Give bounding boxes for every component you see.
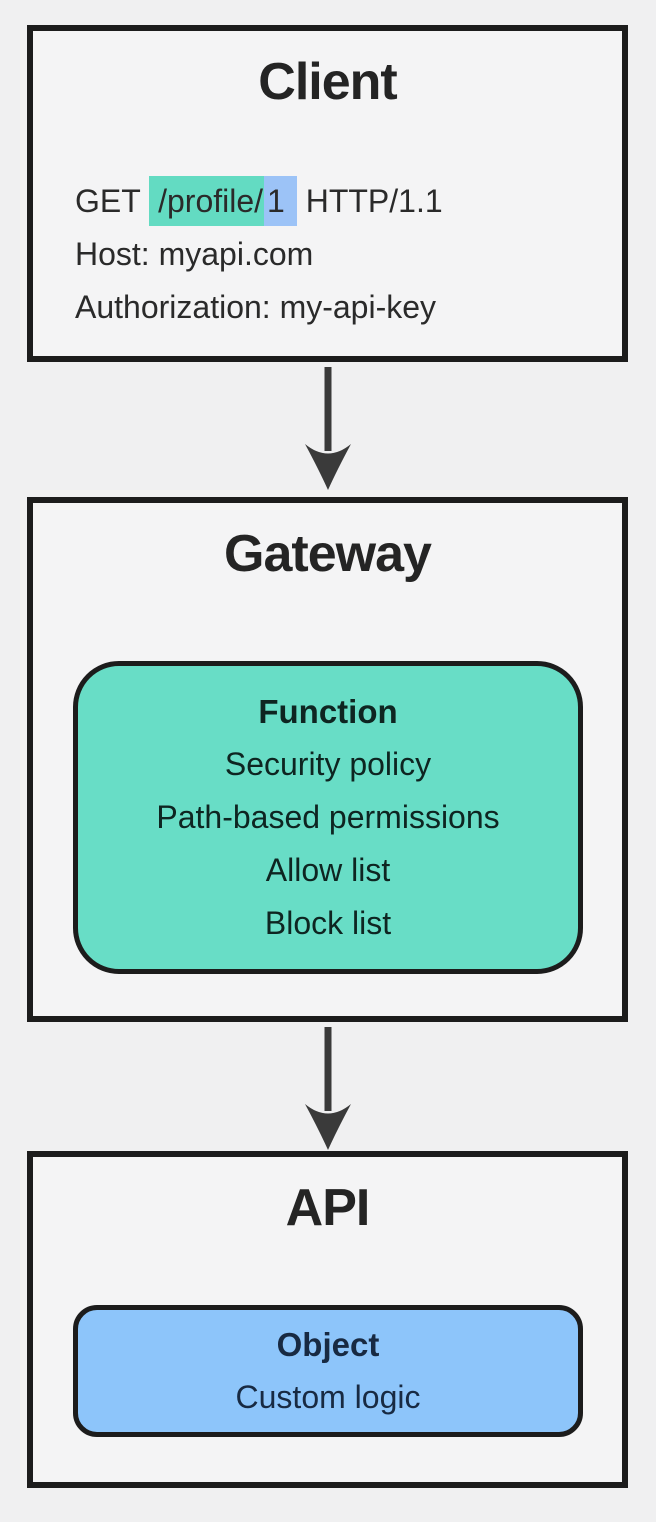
function-card-item: Allow list [265, 852, 391, 888]
client-box: Client GET /profile/1 HTTP/1.1 Host: mya… [27, 25, 628, 362]
request-line: GET /profile/1 HTTP/1.1 [75, 175, 622, 228]
request-path-highlight: /profile/ [149, 176, 265, 226]
down-arrow-icon [305, 367, 351, 490]
object-card-item: Custom logic [235, 1379, 421, 1415]
function-card-item: Security policy [224, 746, 432, 782]
gateway-title: Gateway [224, 525, 432, 583]
function-card-item: Block list [264, 905, 392, 941]
object-card-title: Object [276, 1326, 380, 1363]
function-card: Function Security policy Path-based perm… [73, 661, 583, 974]
function-card-title: Function [258, 693, 398, 730]
authorization-line: Authorization: my-api-key [75, 289, 437, 325]
http-request: GET /profile/1 HTTP/1.1 Host: myapi.com … [33, 175, 622, 334]
api-box: API Object Custom logic [27, 1151, 628, 1488]
request-protocol: HTTP/1.1 [296, 183, 443, 219]
request-method: GET [75, 183, 150, 219]
host-line: Host: myapi.com [75, 236, 314, 272]
gateway-box: Gateway Function Security policy Path-ba… [27, 497, 628, 1022]
down-arrow-icon [305, 1027, 351, 1150]
function-card-item: Path-based permissions [156, 799, 500, 835]
client-title: Client [258, 53, 397, 111]
request-id-highlight: 1 [264, 176, 297, 226]
object-card: Object Custom logic [73, 1305, 583, 1437]
api-title: API [285, 1179, 371, 1237]
